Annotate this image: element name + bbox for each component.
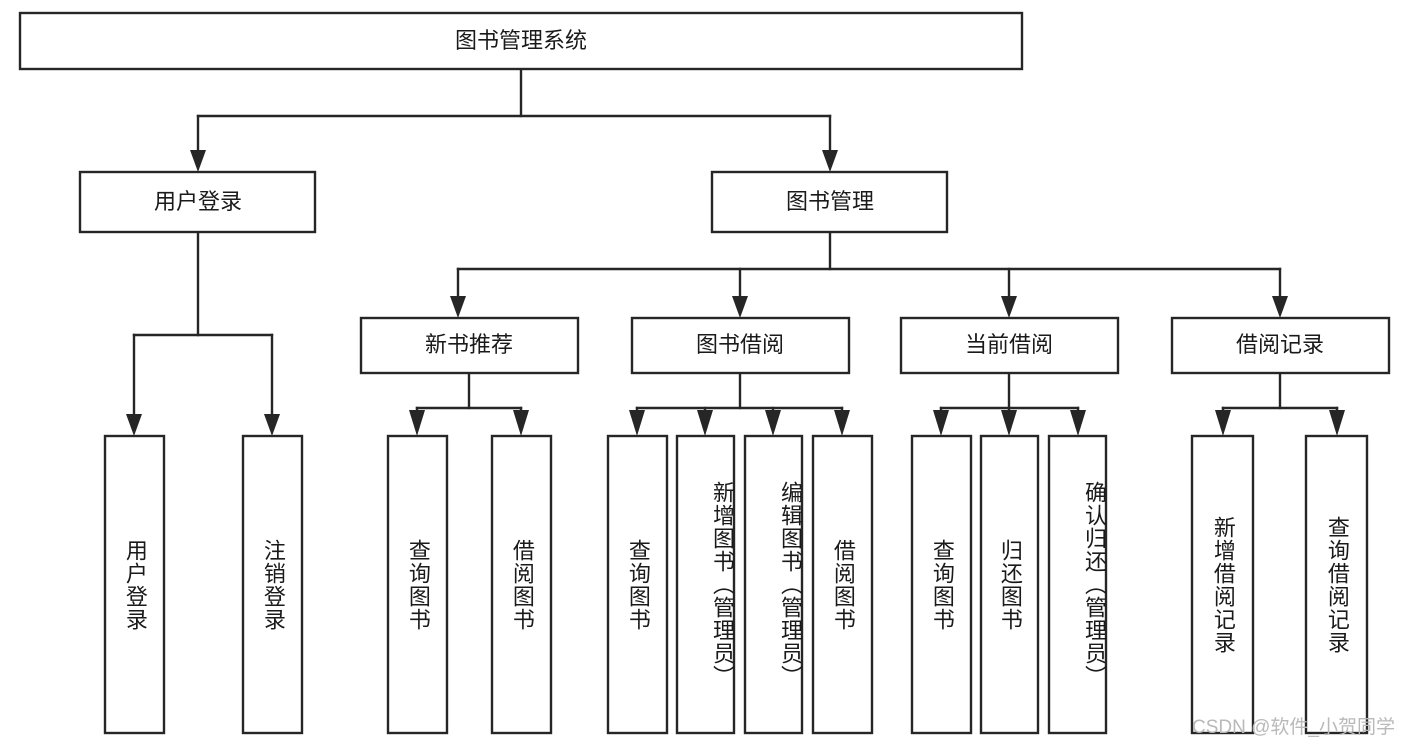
arrow-head-bookborrow-leaf3	[765, 410, 781, 436]
arrow-head-newbook-leaf2	[513, 410, 529, 436]
node-leaf-return-book[interactable]	[979, 434, 1040, 735]
node-leaf-borrow-book-2[interactable]	[811, 434, 874, 735]
node-borrow-record[interactable]	[1170, 316, 1391, 375]
node-user-login[interactable]	[78, 170, 317, 234]
node-new-book-recommend[interactable]	[359, 316, 580, 375]
arrow-head-leaf-user-login	[126, 414, 142, 436]
arrow-head-bookborrow-leaf2	[697, 410, 713, 436]
arrow-head-currentborrow-leaf3	[1070, 410, 1086, 436]
node-root[interactable]	[18, 11, 1024, 71]
node-leaf-query-borrow-record[interactable]	[1304, 434, 1369, 735]
arrow-head-leaf-logout	[264, 414, 280, 436]
node-leaf-logout[interactable]	[241, 434, 304, 735]
arrow-head-newbook-leaf1	[409, 410, 425, 436]
arrow-head-bookmgmt	[822, 150, 838, 172]
arrow-head-newbook	[450, 296, 466, 318]
arrow-head-bookborrow-leaf1	[629, 410, 645, 436]
arrow-head-userlogin	[190, 150, 206, 172]
arrow-head-borrowrecord	[1272, 296, 1288, 318]
node-leaf-confirm-return[interactable]	[1047, 434, 1108, 735]
node-book-borrow-label: 图书借阅	[696, 332, 784, 357]
arrow-head-currentborrow-leaf2	[1001, 410, 1017, 436]
node-leaf-borrow-book-1[interactable]	[490, 434, 553, 735]
node-borrow-record-label: 借阅记录	[1236, 332, 1324, 357]
node-current-borrow-label: 当前借阅	[965, 332, 1053, 357]
node-new-book-recommend-label: 新书推荐	[425, 332, 513, 357]
node-book-management-label: 图书管理	[786, 189, 874, 214]
node-user-login-label: 用户登录	[154, 189, 242, 214]
arrow-head-bookborrow	[732, 296, 748, 318]
node-current-borrow[interactable]	[899, 316, 1120, 375]
node-leaf-user-login[interactable]	[103, 434, 166, 735]
connectors-layer	[126, 67, 1345, 436]
arrow-head-currentborrow-leaf1	[933, 410, 949, 436]
nodes-layer: 图书管理系统 用户登录 图书管理 新书推荐 图书借阅 当前借阅 借阅记录	[18, 11, 1391, 735]
node-leaf-query-book-1[interactable]	[386, 434, 449, 735]
node-leaf-edit-book[interactable]	[743, 434, 804, 735]
node-book-management[interactable]	[710, 170, 949, 234]
arrow-head-borrowrecord-leaf1	[1215, 410, 1231, 436]
node-leaf-query-book-3[interactable]	[910, 434, 973, 735]
arrow-head-bookborrow-leaf4	[834, 410, 850, 436]
node-leaf-query-book-2[interactable]	[606, 434, 669, 735]
node-book-borrow[interactable]	[630, 316, 851, 375]
arrow-head-borrowrecord-leaf2	[1329, 410, 1345, 436]
node-leaf-add-borrow-record[interactable]	[1190, 434, 1255, 735]
node-leaf-add-book[interactable]	[675, 434, 736, 735]
csdn-watermark: CSDN @软件_小贺同学	[1192, 717, 1395, 738]
node-root-label: 图书管理系统	[455, 28, 587, 53]
arrow-head-currentborrow	[1001, 296, 1017, 318]
